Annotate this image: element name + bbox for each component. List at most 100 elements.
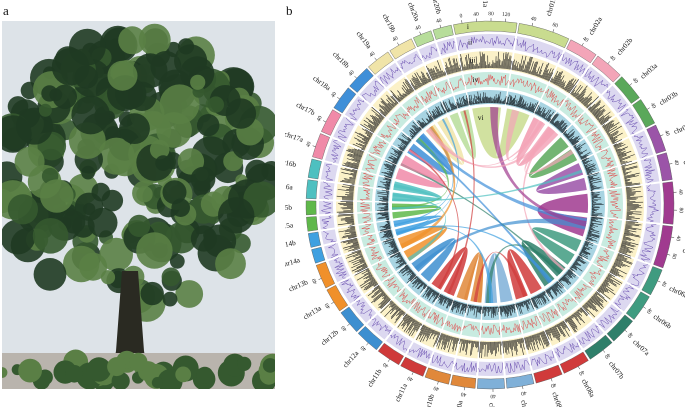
chromosome-label: chr12a bbox=[341, 349, 361, 370]
chromosome-label: chr10a bbox=[454, 399, 465, 407]
chromosome-chr20a bbox=[413, 31, 434, 47]
track-label-ii: ii bbox=[468, 38, 472, 47]
tick-label: 40 bbox=[674, 235, 681, 242]
tick-label: 40 bbox=[520, 389, 527, 396]
tick-mark bbox=[397, 43, 398, 46]
tick-label: 40 bbox=[340, 324, 348, 332]
shrub-clump bbox=[107, 357, 126, 376]
canopy-leaf-clump bbox=[155, 155, 171, 171]
tick-label: 40 bbox=[677, 189, 683, 195]
tree-photograph bbox=[2, 21, 275, 389]
shrub-clump bbox=[18, 359, 42, 383]
tick-mark bbox=[420, 32, 421, 35]
tick-label: 80 bbox=[670, 253, 677, 260]
tick-mark bbox=[412, 372, 413, 375]
tick-label: 80 bbox=[678, 207, 684, 213]
tick-label: 40 bbox=[460, 391, 467, 398]
tick-label: 40 bbox=[603, 351, 611, 359]
tick-label: 40 bbox=[645, 307, 653, 315]
canopy-leaf-clump bbox=[190, 75, 205, 90]
canopy-leaf-clump bbox=[245, 160, 268, 183]
tree-photo-image bbox=[2, 21, 275, 389]
tick-mark bbox=[578, 366, 579, 369]
chromosome-label: chr02a bbox=[587, 15, 604, 37]
tick-label: 40 bbox=[330, 91, 338, 99]
chromosome-label: chr01a bbox=[481, 0, 490, 8]
chromosome-label: chr13b bbox=[288, 278, 310, 293]
canopy-leaf-clump bbox=[191, 167, 216, 192]
canopy-leaf-clump bbox=[52, 48, 90, 86]
canopy-leaf-clump bbox=[136, 232, 172, 268]
canopy-leaf-clump bbox=[162, 268, 181, 287]
chromosome-label: chr19b bbox=[381, 13, 398, 35]
chromosome-label: chr16a bbox=[285, 182, 294, 192]
tick-mark bbox=[388, 359, 390, 362]
tick-mark bbox=[630, 83, 632, 85]
chromosome-label: chr07b bbox=[607, 360, 626, 381]
shrub-clump bbox=[152, 377, 163, 388]
chromosome-label: chr12b bbox=[320, 328, 341, 347]
chromosome-chr14a bbox=[311, 247, 324, 263]
tick-label: 40 bbox=[550, 381, 557, 389]
tick-mark bbox=[375, 58, 377, 60]
chromosome-label: chr18b bbox=[331, 50, 351, 70]
tick-mark bbox=[313, 146, 316, 147]
canopy-leaf-clump bbox=[63, 246, 99, 282]
chromosome-label: chr18a bbox=[311, 74, 332, 92]
chromosome-chr15b bbox=[306, 201, 316, 215]
chromosome-label: chr01b bbox=[545, 0, 559, 17]
canopy-leaf-clump bbox=[49, 88, 62, 101]
tick-label: 40 bbox=[649, 102, 657, 110]
tick-label: 40 bbox=[415, 24, 423, 32]
tick-label: 40 bbox=[368, 51, 376, 59]
chromosome-chr01a bbox=[453, 21, 517, 34]
tick-mark bbox=[347, 324, 349, 326]
tick-label: 40 bbox=[577, 368, 585, 376]
tick-label: 40 bbox=[663, 130, 671, 138]
canopy-leaf-clump bbox=[101, 270, 115, 284]
canopy-leaf-clump bbox=[118, 26, 146, 54]
tick-label: 40 bbox=[392, 35, 400, 43]
tick-mark bbox=[331, 302, 334, 304]
tick-mark bbox=[582, 43, 583, 46]
chromosome-label: chr07a bbox=[631, 338, 651, 358]
shrub-clump bbox=[175, 367, 191, 383]
tick-mark bbox=[608, 61, 610, 63]
tick-mark bbox=[660, 135, 663, 136]
chromosome-label: chr11b bbox=[366, 367, 384, 388]
tick-mark bbox=[438, 382, 439, 385]
chromosome-label: chr17a bbox=[285, 130, 305, 144]
canopy-leaf-clump bbox=[215, 248, 246, 279]
tick-label: 40 bbox=[324, 302, 332, 310]
tick-label: 40 bbox=[473, 12, 479, 18]
tick-mark bbox=[643, 307, 645, 309]
tick-mark bbox=[658, 281, 661, 282]
tick-label: 40 bbox=[631, 77, 639, 85]
chromosome-label: chr20b bbox=[430, 0, 443, 15]
chromosome-chr15a bbox=[306, 217, 317, 232]
tick-label: 80 bbox=[488, 11, 494, 17]
synteny-links bbox=[392, 107, 588, 303]
tick-label: 40 bbox=[581, 36, 589, 44]
tree-canopy bbox=[2, 24, 275, 322]
track-iv-background bbox=[501, 320, 522, 338]
track-label-vi: vi bbox=[478, 113, 484, 122]
chromosome-label: chr06b bbox=[652, 313, 673, 331]
chromosome-label: chr15b bbox=[285, 204, 292, 212]
tick-mark bbox=[625, 330, 627, 332]
canopy-leaf-clump bbox=[208, 96, 224, 112]
tick-label: 40 bbox=[305, 141, 313, 148]
canopy-leaf-clump bbox=[34, 258, 67, 291]
canopy-leaf-clump bbox=[40, 179, 74, 213]
chromosome-chr09a bbox=[506, 374, 534, 388]
track-label-iv: iv bbox=[472, 75, 478, 84]
chromosome-chr14b bbox=[308, 232, 320, 248]
track-ii-background bbox=[325, 139, 345, 164]
tick-label: 40 bbox=[672, 159, 679, 166]
tick-mark bbox=[553, 29, 554, 32]
track-ii-background bbox=[419, 43, 440, 62]
canopy-leaf-clump bbox=[226, 98, 256, 128]
tick-mark bbox=[440, 25, 441, 28]
tick-label: 40 bbox=[660, 280, 668, 288]
